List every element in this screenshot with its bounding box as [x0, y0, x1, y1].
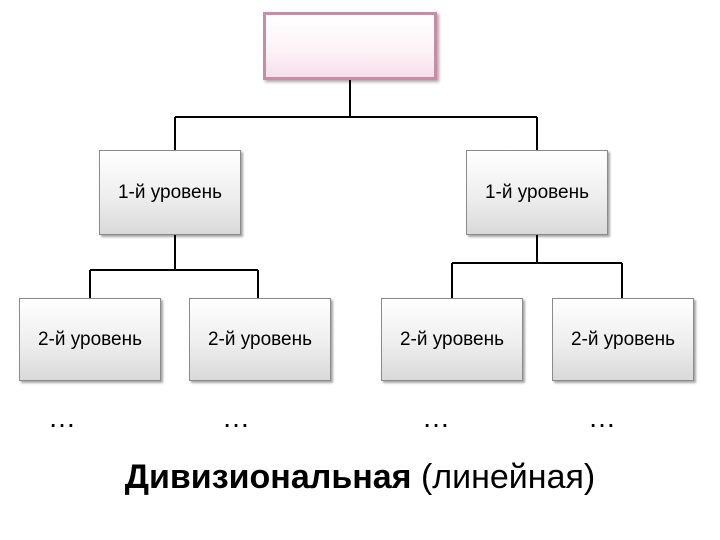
continuation-ellipsis: … [222, 402, 254, 433]
level2-box-4: 2-й уровень [552, 298, 694, 381]
level1-box-left: 1-й уровень [99, 150, 241, 235]
caption-regular: (линейная) [420, 458, 596, 496]
continuation-ellipsis: … [588, 402, 620, 433]
diagram-caption: Дивизиональная (линейная) [0, 458, 720, 497]
level2-label: 2-й уровень [570, 328, 676, 350]
level2-box-3: 2-й уровень [381, 298, 523, 381]
level2-label: 2-й уровень [37, 328, 143, 350]
top-box [263, 12, 437, 80]
level1-label: 1-й уровень [484, 181, 590, 203]
continuation-ellipsis: … [48, 402, 80, 433]
level2-label: 2-й уровень [207, 328, 313, 350]
level1-label: 1-й уровень [117, 181, 223, 203]
level2-label: 2-й уровень [399, 328, 505, 350]
level2-box-2: 2-й уровень [189, 298, 331, 381]
level1-box-right: 1-й уровень [466, 150, 608, 235]
level2-box-1: 2-й уровень [19, 298, 161, 381]
caption-bold: Дивизиональная [124, 458, 412, 496]
continuation-ellipsis: … [422, 402, 454, 433]
